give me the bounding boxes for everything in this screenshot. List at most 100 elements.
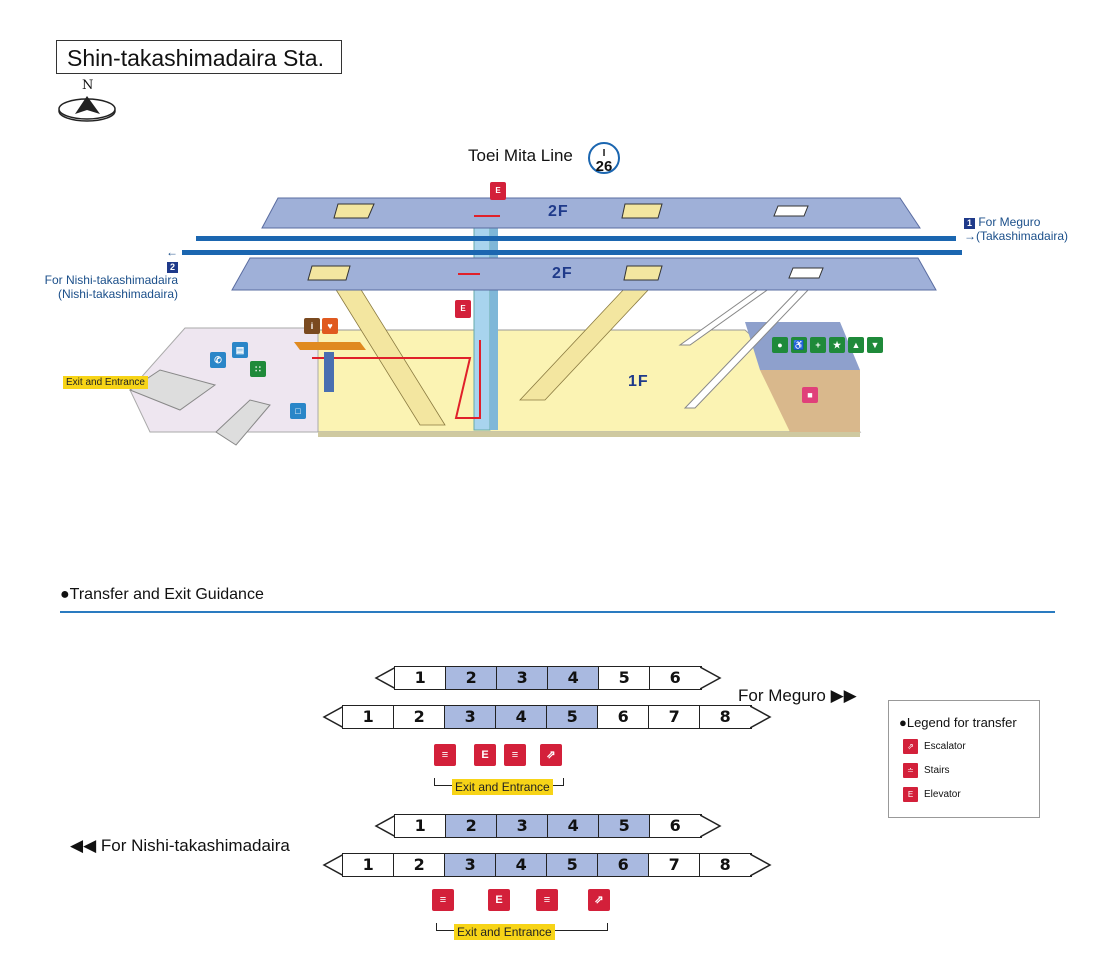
car-number: 1 [394,814,447,838]
escalator-icon: ⇗ [540,744,562,766]
train-nose-left [374,666,396,690]
legend-item-escalator: ⇗ Escalator [903,739,966,754]
direction-text: ◀◀ For Nishi-takashimadaira [70,836,290,855]
line-name: Toei Mita Line [468,146,573,165]
car-number: 7 [648,853,701,877]
accessible-route [312,340,481,419]
car-number: 3 [496,814,549,838]
elevator-icon: E [903,787,918,802]
exit-stairs-left [128,369,217,411]
car-number: 1 [342,853,395,877]
elevator-icon: E [474,744,496,766]
train-nose-right [700,814,722,838]
elevator-shaft [473,199,491,431]
escalator-icon: ⇗ [903,739,918,754]
legend-title: ●Legend for transfer [899,715,1017,730]
car-number: 8 [699,705,752,729]
car-number: 5 [598,814,651,838]
train-nose-right [700,666,722,690]
elevator-icon: E [488,889,510,911]
stairs-icon: ≡ [434,744,456,766]
locker-icon: □ [290,403,306,419]
car-number: 1 [342,705,395,729]
car-number: 6 [597,705,650,729]
car-number: 4 [547,814,600,838]
family-toilet-icon: ▼ [867,337,883,353]
stairs-icon: ≐ [903,763,918,778]
direction-meguro: 1 For Meguro →(Takashimadaira) [964,215,1068,243]
stair-opening-1 [333,203,375,219]
platform-2f-lower [231,257,937,291]
train-nose-left [322,705,344,729]
legend-item-elevator: E Elevator [903,787,961,802]
phone-icon: ✆ [210,352,226,368]
line-number-badge: I 26 [588,142,620,174]
elevator-icon: E [455,300,471,318]
floor-label-2f-upper: 2F [548,203,569,220]
stairs-icon: ≡ [432,889,454,911]
guidance-divider [60,611,1055,613]
car-number: 5 [546,705,599,729]
escalator-opening-2 [788,267,824,279]
car-number: 4 [547,666,600,690]
toilet-icon: ● [772,337,788,353]
direction-text: For Meguro ▶▶ [738,686,857,705]
station-office-icon: ■ [802,387,818,403]
exit-ramp [215,399,271,446]
car-number: 6 [597,853,650,877]
line-badge-symbol: I [602,148,606,159]
car-number: 2 [393,705,446,729]
car-number: 2 [445,666,498,690]
exit-tag: Exit and Entrance [454,924,555,940]
car-number: 6 [649,666,702,690]
info-icon: i [304,318,320,334]
line-badge-code: 26 [595,158,613,175]
arrow-right-icon: → [964,229,976,243]
floor-label-1f: 1F [628,373,649,390]
train-nose-right [750,853,772,877]
direction-number-2: 2 [167,262,178,273]
compass-icon [58,96,116,122]
stairs-icon: ≡ [536,889,558,911]
floor-label-2f-lower: 2F [552,265,573,282]
ticket-machine-icon: ▤ [232,342,248,358]
info-counter [294,342,366,350]
escalator-icon: ⇗ [588,889,610,911]
legend-label-escalator: Escalator [924,741,966,753]
station-title: Shin-takashimadaira Sta. [56,40,342,74]
elevator-icon: E [490,182,506,200]
accessible-toilet-icon: ♿ [791,337,807,353]
car-number: 1 [394,666,447,690]
car-number: 4 [495,705,548,729]
direction-meguro-label: For Meguro [978,215,1041,229]
car-number: 3 [496,666,549,690]
compass-north-label: N [82,78,94,93]
car-number: 3 [444,853,497,877]
direction-nishi: ← 2 For Nishi-takashimadaira (Nishi-taka… [10,245,178,301]
stair-opening-2 [621,203,663,219]
station-map [128,197,962,446]
stair-opening-3 [307,265,351,281]
platform-2f-upper [261,197,921,229]
track-meguro [196,236,956,241]
legend-item-stairs: ≐Stairs [903,763,950,778]
direction-number-1: 1 [964,218,975,229]
stair-opening-4 [623,265,663,281]
legend-label-elevator: Elevator [924,789,961,801]
car-number: 3 [444,705,497,729]
ticket-vending-icon: ∷ [250,361,266,377]
ticket-gates [324,352,334,392]
exit-tag-map: Exit and Entrance [63,376,148,389]
concourse-edge [318,432,860,437]
car-number: 5 [598,666,651,690]
escalator-opening-1 [773,205,809,217]
track-nishi [182,250,962,255]
car-number: 2 [393,853,446,877]
direction-nishi-sublabel: (Nishi-takashimadaira) [57,287,178,301]
car-number: 4 [495,853,548,877]
elevator-shaft-side [490,200,498,430]
guidance-title: ●Transfer and Exit Guidance [60,586,264,603]
diaper-icon: ▲ [848,337,864,353]
